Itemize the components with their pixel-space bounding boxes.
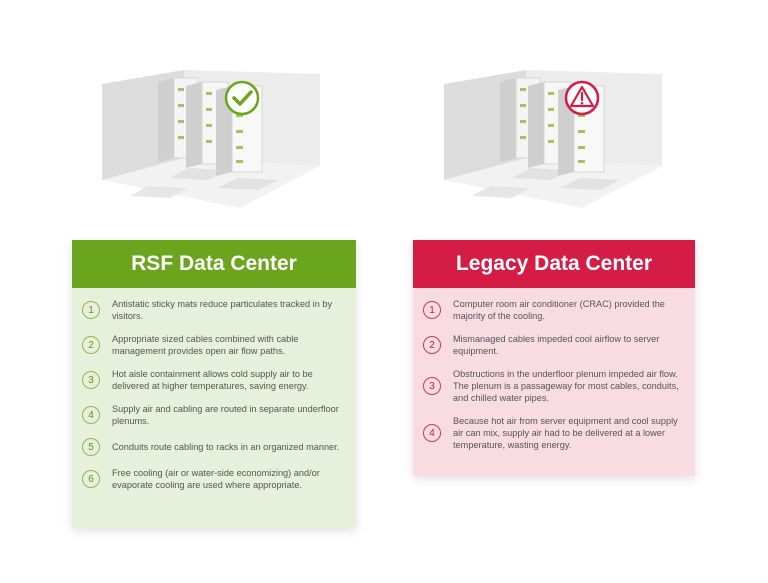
item-number-badge: 1 bbox=[423, 301, 441, 319]
item-number-badge: 3 bbox=[82, 371, 100, 389]
item-text: Because hot air from server equipment an… bbox=[453, 416, 678, 450]
list-item: 2 Appropriate sized cables combined with… bbox=[82, 333, 344, 357]
item-number-badge: 5 bbox=[82, 438, 100, 456]
list-item: 1 Computer room air conditioner (CRAC) p… bbox=[423, 298, 683, 322]
list-item: 6 Free cooling (air or water-side econom… bbox=[82, 467, 344, 491]
item-text: Computer room air conditioner (CRAC) pro… bbox=[453, 299, 665, 321]
item-text: Antistatic sticky mats reduce particulat… bbox=[112, 299, 333, 321]
item-number-badge: 6 bbox=[82, 470, 100, 488]
item-number-badge: 4 bbox=[82, 406, 100, 424]
list-item: 4 Supply air and cabling are routed in s… bbox=[82, 403, 344, 427]
checkmark-icon bbox=[224, 80, 260, 116]
item-text: Mismanaged cables impeded cool airflow t… bbox=[453, 334, 660, 356]
list-item: 3 Obstructions in the underfloor plenum … bbox=[423, 368, 683, 404]
list-item: 3 Hot aisle containment allows cold supp… bbox=[82, 368, 344, 392]
list-item: 1 Antistatic sticky mats reduce particul… bbox=[82, 298, 344, 322]
legacy-server-room-illustration bbox=[444, 70, 662, 208]
legacy-card-title: Legacy Data Center bbox=[413, 240, 695, 288]
item-number-badge: 4 bbox=[423, 424, 441, 442]
item-text: Free cooling (air or water-side economiz… bbox=[112, 468, 320, 490]
item-number-badge: 2 bbox=[423, 336, 441, 354]
legacy-items-list: 1 Computer room air conditioner (CRAC) p… bbox=[413, 288, 695, 451]
item-text: Supply air and cabling are routed in sep… bbox=[112, 404, 339, 426]
list-item: 4 Because hot air from server equipment … bbox=[423, 415, 683, 451]
item-number-badge: 2 bbox=[82, 336, 100, 354]
list-item: 5 Conduits route cabling to racks in an … bbox=[82, 438, 344, 456]
rsf-server-room-illustration bbox=[102, 70, 320, 208]
server-racks bbox=[158, 77, 263, 176]
item-text: Conduits route cabling to racks in an or… bbox=[112, 442, 340, 452]
rsf-data-center-card: RSF Data Center 1 Antistatic sticky mats… bbox=[72, 240, 356, 528]
item-text: Appropriate sized cables combined with c… bbox=[112, 334, 299, 356]
item-text: Obstructions in the underfloor plenum im… bbox=[453, 369, 679, 403]
item-text: Hot aisle containment allows cold supply… bbox=[112, 369, 313, 391]
list-item: 2 Mismanaged cables impeded cool airflow… bbox=[423, 333, 683, 357]
warning-icon bbox=[564, 80, 600, 116]
rsf-items-list: 1 Antistatic sticky mats reduce particul… bbox=[72, 288, 356, 491]
item-number-badge: 1 bbox=[82, 301, 100, 319]
rsf-card-title: RSF Data Center bbox=[72, 240, 356, 288]
item-number-badge: 3 bbox=[423, 377, 441, 395]
legacy-data-center-card: Legacy Data Center 1 Computer room air c… bbox=[413, 240, 695, 476]
